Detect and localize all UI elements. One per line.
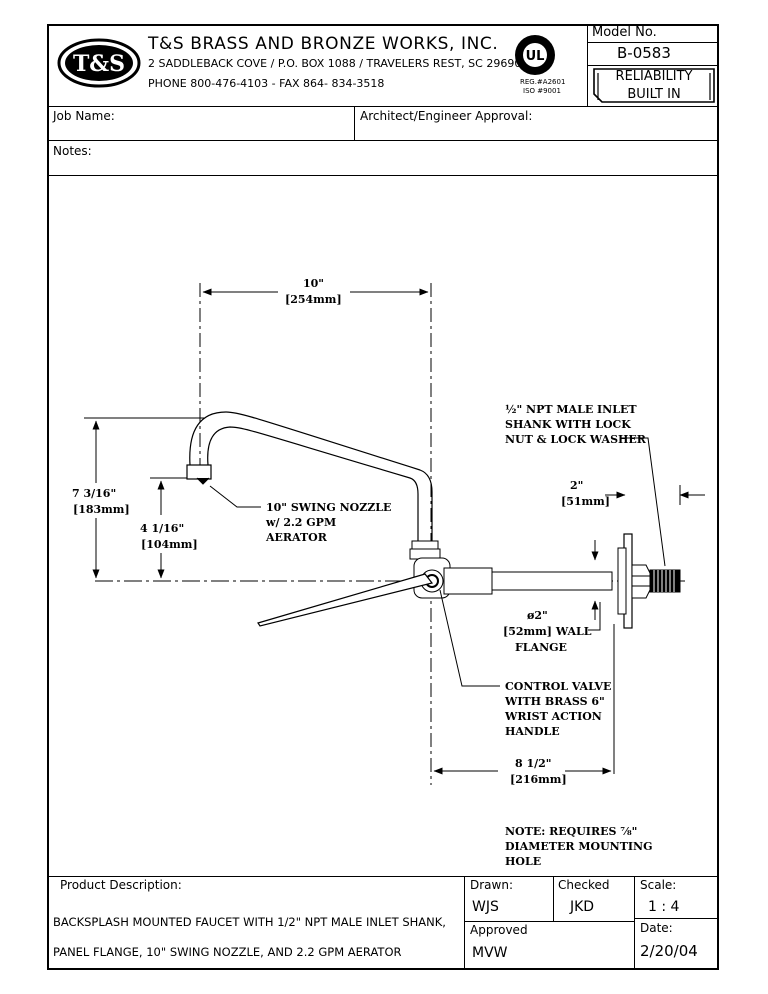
dim-width-in: 10" [303, 277, 325, 290]
reliability-line-1: RELIABILITY [615, 69, 693, 84]
swivel-collar [411, 540, 439, 550]
flange-dia-note-3: FLANGE [515, 641, 567, 654]
inlet-note-1: ½" NPT MALE INLET [505, 403, 637, 416]
model-label: Model No. [592, 25, 657, 40]
company-phone: PHONE 800-476-4103 - FAX 864- 834-3518 [148, 77, 385, 90]
approved-value: MVW [472, 945, 508, 961]
notes-label: Notes: [53, 144, 92, 158]
checked-label: Checked [558, 878, 610, 892]
ul-text: UL [526, 49, 545, 64]
flange-depth-in: 2" [570, 479, 584, 492]
product-description-label: Product Description: [60, 878, 182, 892]
ul-logo: UL [514, 34, 556, 76]
date-value: 2/20/04 [640, 942, 698, 960]
product-description-line-2: PANEL FLANGE, 10" SWING NOZZLE, AND 2.2 … [53, 945, 402, 959]
inlet-body [443, 567, 493, 595]
date-label: Date: [640, 921, 673, 935]
leader-valve [439, 589, 500, 687]
nozzle-note-1: 10" SWING NOZZLE [266, 501, 392, 514]
valve-note-1: CONTROL VALVE [505, 680, 612, 693]
wrist-action-handle [257, 573, 434, 627]
inlet-note-3: NUT & LOCK WASHER [505, 433, 646, 446]
scale-label: Scale: [640, 878, 677, 892]
reg-number: REG.#A2601 [520, 78, 566, 86]
company-name: T&S BRASS AND BRONZE WORKS, INC. [148, 34, 499, 54]
dim-lower-in: 4 1/16" [140, 522, 185, 535]
drawn-label: Drawn: [470, 878, 513, 892]
job-name-label: Job Name: [53, 109, 115, 123]
leader-nozzle [209, 485, 261, 508]
checked-value: JKD [570, 899, 595, 915]
dim-height-in: 7 3/16" [72, 487, 117, 500]
nozzle-note-2: w/ 2.2 GPM [266, 516, 337, 529]
flange-dia-note-2: [52mm] WALL [503, 625, 592, 638]
scale-value: 1 : 4 [648, 899, 680, 915]
iso-number: ISO #9001 [523, 87, 561, 95]
mounting-note-2: DIAMETER MOUNTING [505, 840, 653, 853]
leader-flange [588, 602, 601, 631]
valve-note-3: WRIST ACTION [505, 710, 602, 723]
model-number: B-0583 [617, 44, 671, 62]
inlet-note-2: SHANK WITH LOCK [505, 418, 631, 431]
swing-nozzle [189, 411, 433, 543]
dim-height-mm: [183mm] [73, 503, 130, 516]
dim-lower-mm: [104mm] [141, 538, 198, 551]
valve-note-4: HANDLE [505, 725, 560, 738]
logo-text: T&S [73, 51, 125, 77]
flange-depth-mm: [51mm] [561, 495, 610, 508]
dim-width-mm: [254mm] [285, 293, 342, 306]
reliability-line-2: BUILT IN [627, 87, 681, 102]
drawn-value: WJS [472, 899, 499, 915]
product-description-line-1: BACKSPLASH MOUNTED FAUCET WITH 1/2" NPT … [53, 915, 446, 929]
approved-label: Approved [470, 923, 528, 937]
aerator [186, 464, 212, 480]
flange-dia-note-1: ø2" [527, 609, 548, 622]
company-address: 2 SADDLEBACK COVE / P.O. BOX 1088 / TRAV… [148, 57, 522, 70]
dim-length-in: 8 1/2" [515, 757, 552, 770]
lock-nut [631, 564, 651, 599]
nozzle-note-3: AERATOR [266, 531, 327, 544]
valve-note-2: WITH BRASS 6" [505, 695, 605, 708]
leader-inlet [621, 437, 666, 567]
architect-approval-label: Architect/Engineer Approval: [360, 109, 533, 123]
dim-length-mm: [216mm] [510, 773, 567, 786]
mounting-note-3: HOLE [505, 855, 542, 868]
reliability-badge: RELIABILITY BUILT IN [592, 67, 716, 104]
mounting-note-1: NOTE: REQUIRES ⅞" [505, 825, 638, 838]
inlet-shank [491, 571, 613, 591]
company-logo: T&S [57, 37, 141, 89]
